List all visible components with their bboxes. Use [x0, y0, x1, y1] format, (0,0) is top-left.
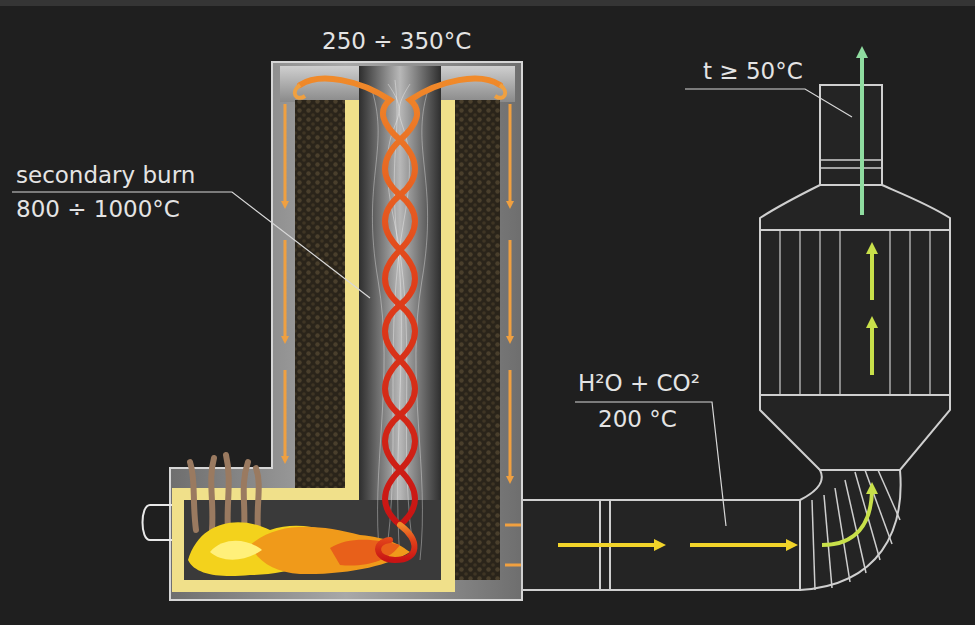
temperature-label: 250 ÷ 350°C — [322, 28, 471, 54]
gas-label: H²O + CO² — [578, 370, 700, 396]
temperature-label: t ≥ 50°C — [703, 58, 803, 84]
temperature-label: 800 ÷ 1000°C — [16, 196, 180, 222]
callout-label: secondary burn — [16, 162, 195, 188]
temperature-label: 200 °C — [598, 406, 677, 432]
